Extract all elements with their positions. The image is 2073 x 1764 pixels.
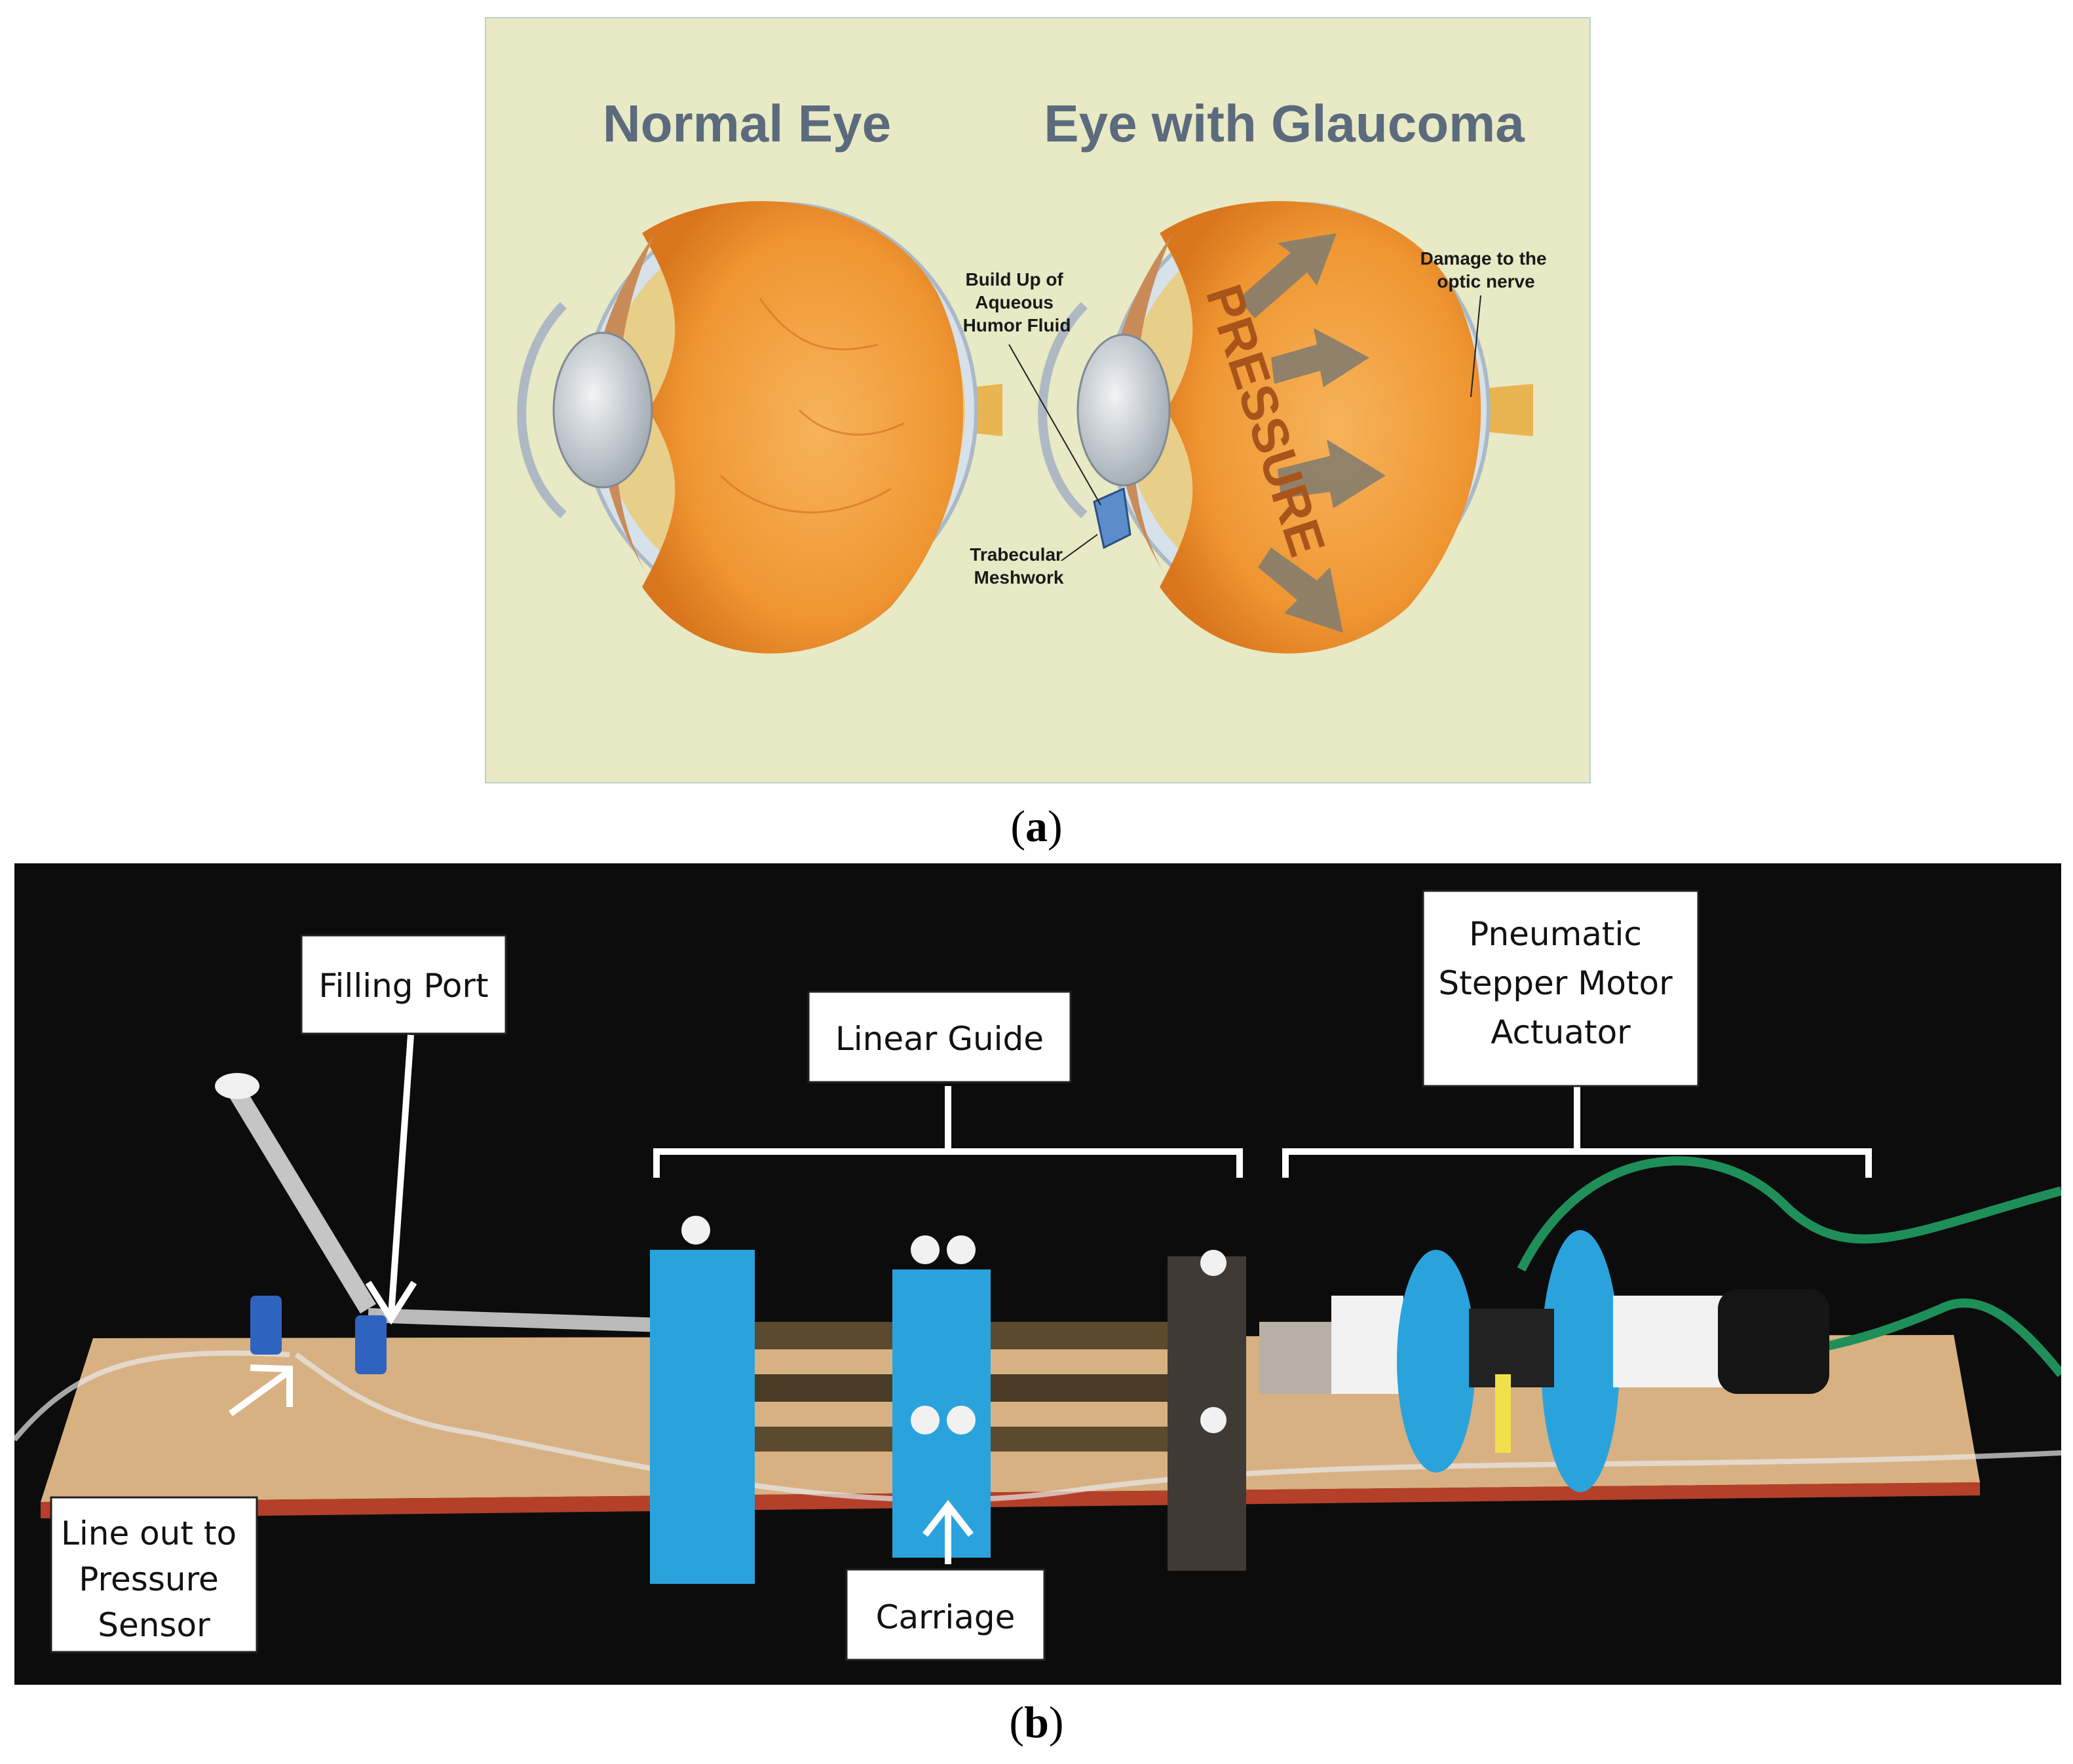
pneumatic-label: Pneumatic Stepper Motor Actuator — [1438, 915, 1683, 1051]
linear-guide-bracket — [653, 1086, 1243, 1178]
meshwork-leader-line — [1061, 534, 1098, 561]
meshwork-label: Trabecular Meshwork — [970, 544, 1067, 588]
damage-label: Damage to the optic nerve — [1420, 248, 1552, 291]
filling-port-callout: Filling Port — [300, 934, 507, 1035]
vessels-normal — [719, 298, 905, 514]
damage-leader-line — [1470, 295, 1481, 398]
line-out-callout: Line out to Pressure Sensor — [50, 1496, 258, 1653]
left-end-block — [650, 1250, 755, 1584]
normal-eye-title: Normal Eye — [603, 94, 891, 153]
pneumatic-callout: Pneumatic Stepper Motor Actuator — [1422, 890, 1700, 1087]
iris-glaucoma — [1113, 233, 1173, 587]
iris-normal — [595, 233, 655, 587]
setup-photo: Filling Port Linear Guide Pneumatic Step… — [12, 863, 2065, 1685]
buildup-leader-line — [1008, 344, 1101, 506]
cornea-normal — [517, 302, 567, 519]
board-edge — [41, 1482, 1980, 1518]
test-rig-diagram: Filling Port Linear Guide Pneumatic Step… — [12, 863, 2065, 1685]
glaucoma-eye-title: Eye with Glaucoma — [1044, 94, 1525, 153]
vitreous-normal — [642, 201, 964, 654]
glaucoma-illustration: Normal Eye Eye with Glaucoma PRESSURE — [484, 16, 1592, 785]
linear-guide-callout: Linear Guide — [807, 990, 1072, 1083]
caption-a: (a) — [1010, 801, 1063, 851]
line-out-label: Line out to Pressure Sensor — [61, 1514, 247, 1644]
lens-normal — [552, 331, 653, 489]
vitreous-glaucoma — [1160, 201, 1481, 654]
caption-b: (b) — [1009, 1697, 1064, 1747]
callout-arrows — [229, 1034, 974, 1564]
glaucoma-eye: PRESSURE — [1038, 201, 1533, 654]
lens-glaucoma — [1076, 333, 1171, 487]
syringe — [215, 1073, 664, 1332]
carriage-label: Carriage — [876, 1598, 1016, 1636]
filling-port-label: Filling Port — [318, 967, 488, 1005]
pneumatic-actuator — [1259, 1230, 1829, 1492]
buildup-label: Build Up of Aqueous Humor Fluid — [963, 269, 1071, 335]
cornea-glaucoma — [1038, 302, 1088, 519]
carriage-callout: Carriage — [845, 1568, 1046, 1661]
glaucoma-diagram: Normal Eye Eye with Glaucoma PRESSURE — [484, 16, 1592, 785]
trabecular-meshwork — [1093, 487, 1132, 550]
linear-guide-label: Linear Guide — [835, 1020, 1044, 1058]
normal-eye — [517, 201, 1002, 654]
actuator-bracket — [1282, 1086, 1872, 1178]
pressure-arrows — [1238, 233, 1386, 633]
stopcock-valves — [250, 1296, 387, 1374]
